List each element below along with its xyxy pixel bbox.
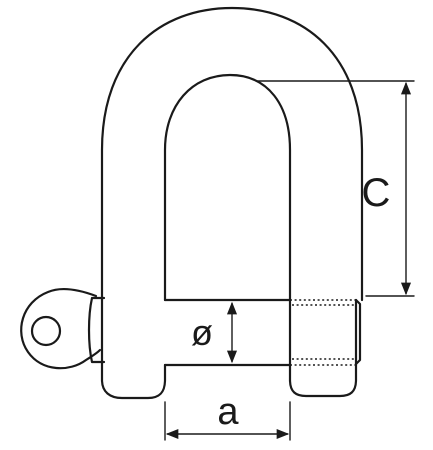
eye-hole xyxy=(30,315,62,347)
diameter-label: ø xyxy=(191,312,213,353)
pin-threaded-end xyxy=(354,298,362,366)
right-leg-lower xyxy=(288,298,358,398)
dimension-c: C xyxy=(255,80,415,297)
shackle-body xyxy=(100,6,364,400)
eye-outline xyxy=(20,287,102,370)
left-leg-lower xyxy=(100,298,167,400)
pin-shaft xyxy=(163,298,292,367)
pin-eye xyxy=(20,287,106,370)
dimension-a: a xyxy=(164,391,291,441)
pin xyxy=(163,298,362,367)
diameter-dimension: ø xyxy=(191,301,238,364)
eye-collar xyxy=(87,296,106,364)
bow-inner-outline xyxy=(163,73,292,302)
dimension-c-label: C xyxy=(362,171,391,215)
bow-outer-outline xyxy=(100,6,364,302)
dimension-a-label: a xyxy=(217,391,239,433)
